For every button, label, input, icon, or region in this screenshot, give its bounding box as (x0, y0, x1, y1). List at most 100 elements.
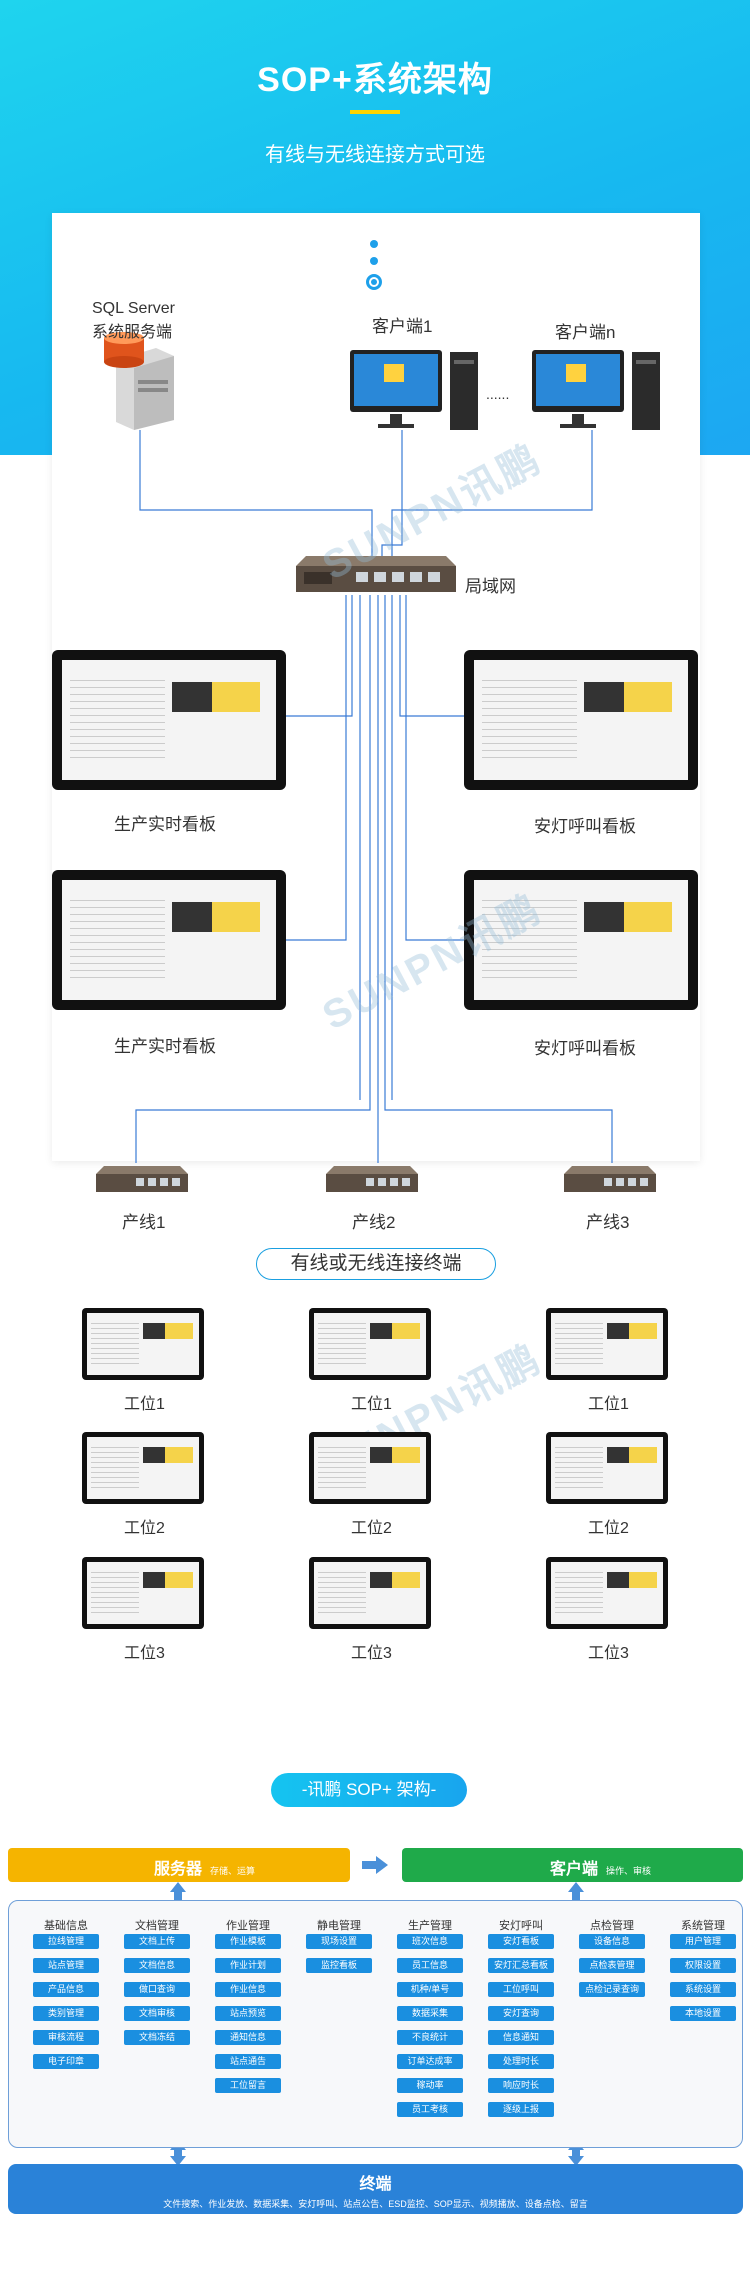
module-item[interactable]: 拉线管理 (33, 1934, 99, 1949)
wifi-signal (366, 240, 382, 290)
module-column: 生产管理班次信息员工信息机种/单号数据采集不良统计订单达成率稼动率员工考核 (395, 1917, 465, 2126)
station-screen (82, 1557, 204, 1629)
module-item[interactable]: 信息通知 (488, 2030, 554, 2045)
module-item[interactable]: 作业计划 (215, 1958, 281, 1973)
double-arrow-icon (362, 1856, 388, 1874)
station-label: 工位1 (588, 1396, 629, 1413)
module-item[interactable]: 电子印章 (33, 2054, 99, 2069)
module-column: 安灯呼叫安灯看板安灯汇总看板工位呼叫安灯查询信息通知处理时长响应时长逐级上报 (486, 1917, 556, 2126)
module-item[interactable]: 文档上传 (124, 1934, 190, 1949)
client-bar: 客户端操作、审核 (402, 1848, 743, 1882)
terminal-bar-label: 终端 (359, 2176, 392, 2193)
module-column: 系统管理用户管理权限设置系统设置本地设置 (668, 1917, 738, 2030)
switch-label: 局域网 (465, 577, 516, 596)
module-item[interactable]: 做口查询 (124, 1982, 190, 1997)
module-item[interactable]: 现场设置 (306, 1934, 372, 1949)
module-item[interactable]: 文档审核 (124, 2006, 190, 2021)
module-item[interactable]: 不良统计 (397, 2030, 463, 2045)
module-column: 作业管理作业模板作业计划作业信息站点预览通知信息站点通告工位留言 (213, 1917, 283, 2102)
module-item[interactable]: 审核流程 (33, 2030, 99, 2045)
module-item[interactable]: 类别管理 (33, 2006, 99, 2021)
module-item[interactable]: 文档信息 (124, 1958, 190, 1973)
board-label-andon: 安灯呼叫看板 (534, 817, 636, 836)
line-router-icon (96, 1166, 188, 1199)
terminal-connection-box: 有线或无线连接终端 (256, 1248, 496, 1280)
client-n-label: 客户端n (555, 323, 616, 342)
pc-icon (532, 350, 662, 440)
station-screen (546, 1308, 668, 1380)
client-bar-sub: 操作、审核 (606, 1866, 652, 1876)
client-1-label: 客户端1 (372, 317, 433, 336)
server-label-1: SQL Server (92, 300, 175, 317)
module-item[interactable]: 订单达成率 (397, 2054, 463, 2069)
arch-title: -讯鹏 SOP+ 架构- (271, 1773, 467, 1807)
line-router-icon (564, 1166, 656, 1199)
page-title: SOP+系统架构 (257, 61, 493, 99)
module-item[interactable]: 响应时长 (488, 2078, 554, 2093)
module-column-title: 系统管理 (681, 1920, 725, 1932)
line-label: 产线1 (122, 1213, 166, 1232)
board-label-production: 生产实时看板 (114, 1037, 216, 1056)
station-screen (546, 1557, 668, 1629)
module-column-title: 文档管理 (135, 1920, 179, 1932)
module-column-title: 静电管理 (317, 1920, 361, 1932)
module-item[interactable]: 用户管理 (670, 1934, 736, 1949)
module-item[interactable]: 作业模板 (215, 1934, 281, 1949)
ellipsis: ...... (486, 386, 510, 402)
module-item[interactable]: 监控看板 (306, 1958, 372, 1973)
module-item[interactable]: 逐级上报 (488, 2102, 554, 2117)
module-item[interactable]: 机种/单号 (397, 1982, 463, 1997)
server-bar-sub: 存储、运算 (210, 1866, 256, 1876)
module-item[interactable]: 工位留言 (215, 2078, 281, 2093)
module-item[interactable]: 稼动率 (397, 2078, 463, 2093)
board-label-production: 生产实时看板 (114, 815, 216, 834)
router-icon (296, 556, 456, 596)
station-screen (309, 1557, 431, 1629)
module-item[interactable]: 数据采集 (397, 2006, 463, 2021)
module-item[interactable]: 点检记录查询 (579, 1982, 645, 1997)
module-item[interactable]: 安灯汇总看板 (488, 1958, 554, 1973)
module-column-title: 作业管理 (226, 1920, 270, 1932)
module-item[interactable]: 系统设置 (670, 1982, 736, 1997)
module-column: 静电管理现场设置监控看板 (304, 1917, 374, 1982)
server-bar: 服务器存储、运算 (8, 1848, 350, 1882)
station-label: 工位3 (588, 1645, 629, 1662)
module-column-title: 生产管理 (408, 1920, 452, 1932)
board-screen (464, 870, 698, 1010)
pc-icon (350, 350, 480, 440)
module-item[interactable]: 员工信息 (397, 1958, 463, 1973)
module-column: 文档管理文档上传文档信息做口查询文档审核文档冻结 (122, 1917, 192, 2054)
station-label: 工位2 (351, 1520, 392, 1537)
module-item[interactable]: 安灯查询 (488, 2006, 554, 2021)
module-item[interactable]: 班次信息 (397, 1934, 463, 1949)
module-item[interactable]: 安灯看板 (488, 1934, 554, 1949)
module-item[interactable]: 处理时长 (488, 2054, 554, 2069)
server-bar-label: 服务器 (154, 1861, 203, 1878)
module-item[interactable]: 点检表管理 (579, 1958, 645, 1973)
module-item[interactable]: 本地设置 (670, 2006, 736, 2021)
station-screen (82, 1308, 204, 1380)
station-screen (82, 1432, 204, 1504)
module-item[interactable]: 文档冻结 (124, 2030, 190, 2045)
module-item[interactable]: 产品信息 (33, 1982, 99, 1997)
module-item[interactable]: 站点管理 (33, 1958, 99, 1973)
board-screen (464, 650, 698, 790)
module-item[interactable]: 工位呼叫 (488, 1982, 554, 1997)
module-item[interactable]: 设备信息 (579, 1934, 645, 1949)
module-item[interactable]: 站点通告 (215, 2054, 281, 2069)
line-router-icon (326, 1166, 418, 1199)
module-item[interactable]: 站点预览 (215, 2006, 281, 2021)
terminal-bar-sub: 文件搜索、作业发放、数据采集、安灯呼叫、站点公告、ESD监控、SOP显示、视频播… (163, 2199, 588, 2209)
station-label: 工位1 (351, 1396, 392, 1413)
module-item[interactable]: 员工考核 (397, 2102, 463, 2117)
module-item[interactable]: 通知信息 (215, 2030, 281, 2045)
station-label: 工位1 (124, 1396, 165, 1413)
module-item[interactable]: 权限设置 (670, 1958, 736, 1973)
module-item[interactable]: 作业信息 (215, 1982, 281, 1997)
station-label: 工位2 (588, 1520, 629, 1537)
module-column-title: 安灯呼叫 (499, 1920, 543, 1932)
line-label: 产线3 (586, 1213, 630, 1232)
page-subtitle: 有线与无线连接方式可选 (265, 144, 485, 166)
station-screen (309, 1432, 431, 1504)
server-icon (96, 330, 176, 430)
